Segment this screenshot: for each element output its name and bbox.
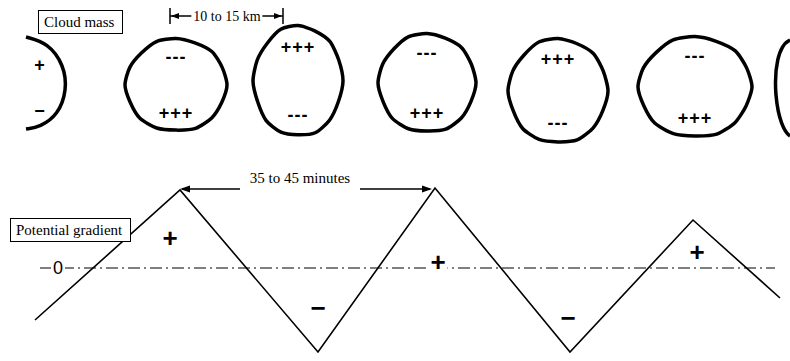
- charge-sign: ---: [288, 105, 309, 125]
- label-anchor: +: [428, 249, 447, 276]
- charge-sign: +++: [541, 49, 576, 69]
- dimension-label: 35 to 45 minutes: [248, 170, 352, 186]
- label-box: Potential gradient: [10, 218, 131, 242]
- label-anchor: −: [558, 305, 577, 332]
- cloud-shape: [26, 35, 70, 131]
- charge-anchor: −: [34, 101, 46, 121]
- axis-sign: −: [308, 295, 327, 322]
- interval-arrow: [360, 188, 430, 189]
- cloud-mass: +−: [26, 35, 70, 131]
- charge-anchor: +++: [410, 103, 445, 123]
- label-anchor: +: [160, 225, 179, 252]
- cloud-outline: [638, 36, 752, 135]
- potential-curve: [35, 188, 780, 352]
- cloud-outline: [508, 39, 608, 142]
- charge-sign: +++: [159, 103, 194, 123]
- label-anchor: +: [687, 239, 706, 266]
- cloud-outline: [253, 26, 343, 135]
- charge-sign: ---: [548, 113, 569, 133]
- arrow-head: [180, 186, 190, 193]
- arrow-head: [171, 13, 179, 19]
- label-anchor: 35 to 45 minutes: [248, 169, 352, 187]
- charge-anchor: ---: [685, 46, 706, 66]
- arrow-head: [274, 13, 282, 19]
- charge-anchor: +: [34, 55, 46, 75]
- axis-sign: −: [558, 305, 577, 332]
- label-anchor: 0: [51, 259, 65, 278]
- axis-sign: +: [428, 249, 447, 276]
- cloud-mass: --- +++: [375, 30, 479, 136]
- charge-anchor: ---: [548, 113, 569, 133]
- axis-sign: 0: [51, 259, 65, 278]
- axis-sign: +: [687, 239, 706, 266]
- charge-sign: +: [34, 55, 46, 75]
- charge-anchor: +++: [281, 37, 316, 57]
- arrow-head: [422, 186, 432, 193]
- charge-sign: ---: [166, 47, 187, 67]
- box-label: Potential gradient: [16, 221, 122, 239]
- charge-anchor: ---: [417, 43, 438, 63]
- cloud-outline: [125, 38, 227, 130]
- charge-sign: +++: [678, 108, 713, 128]
- interval-arrow: [182, 188, 240, 189]
- label-box: Cloud mass: [38, 10, 123, 34]
- cloud-mass: +++ ---: [250, 22, 346, 140]
- charge-anchor: +++: [159, 103, 194, 123]
- charge-anchor: ---: [166, 47, 187, 67]
- charge-sign: ---: [417, 43, 438, 63]
- charge-anchor: ---: [288, 105, 309, 125]
- charge-sign: +++: [410, 103, 445, 123]
- charge-anchor: +++: [541, 49, 576, 69]
- box-label: Cloud mass: [44, 13, 114, 31]
- cloud-mass: +++ ---: [505, 35, 611, 147]
- charge-sign: ---: [685, 46, 706, 66]
- charge-sign: −: [34, 101, 46, 121]
- zero-line: [40, 267, 775, 268]
- dimension-label: 10 to 15 km: [191, 9, 262, 24]
- cloud-outline: [776, 40, 790, 136]
- label-anchor: 10 to 15 km: [191, 7, 262, 25]
- cloud-mass: --- +++: [122, 35, 230, 135]
- charge-sign: +++: [281, 37, 316, 57]
- label-anchor: −: [308, 295, 327, 322]
- charge-anchor: +++: [678, 108, 713, 128]
- cloud-outline: [378, 33, 476, 131]
- cloud-outline: [26, 37, 65, 129]
- axis-sign: +: [160, 225, 179, 252]
- cloud-mass: --- +++: [635, 33, 755, 141]
